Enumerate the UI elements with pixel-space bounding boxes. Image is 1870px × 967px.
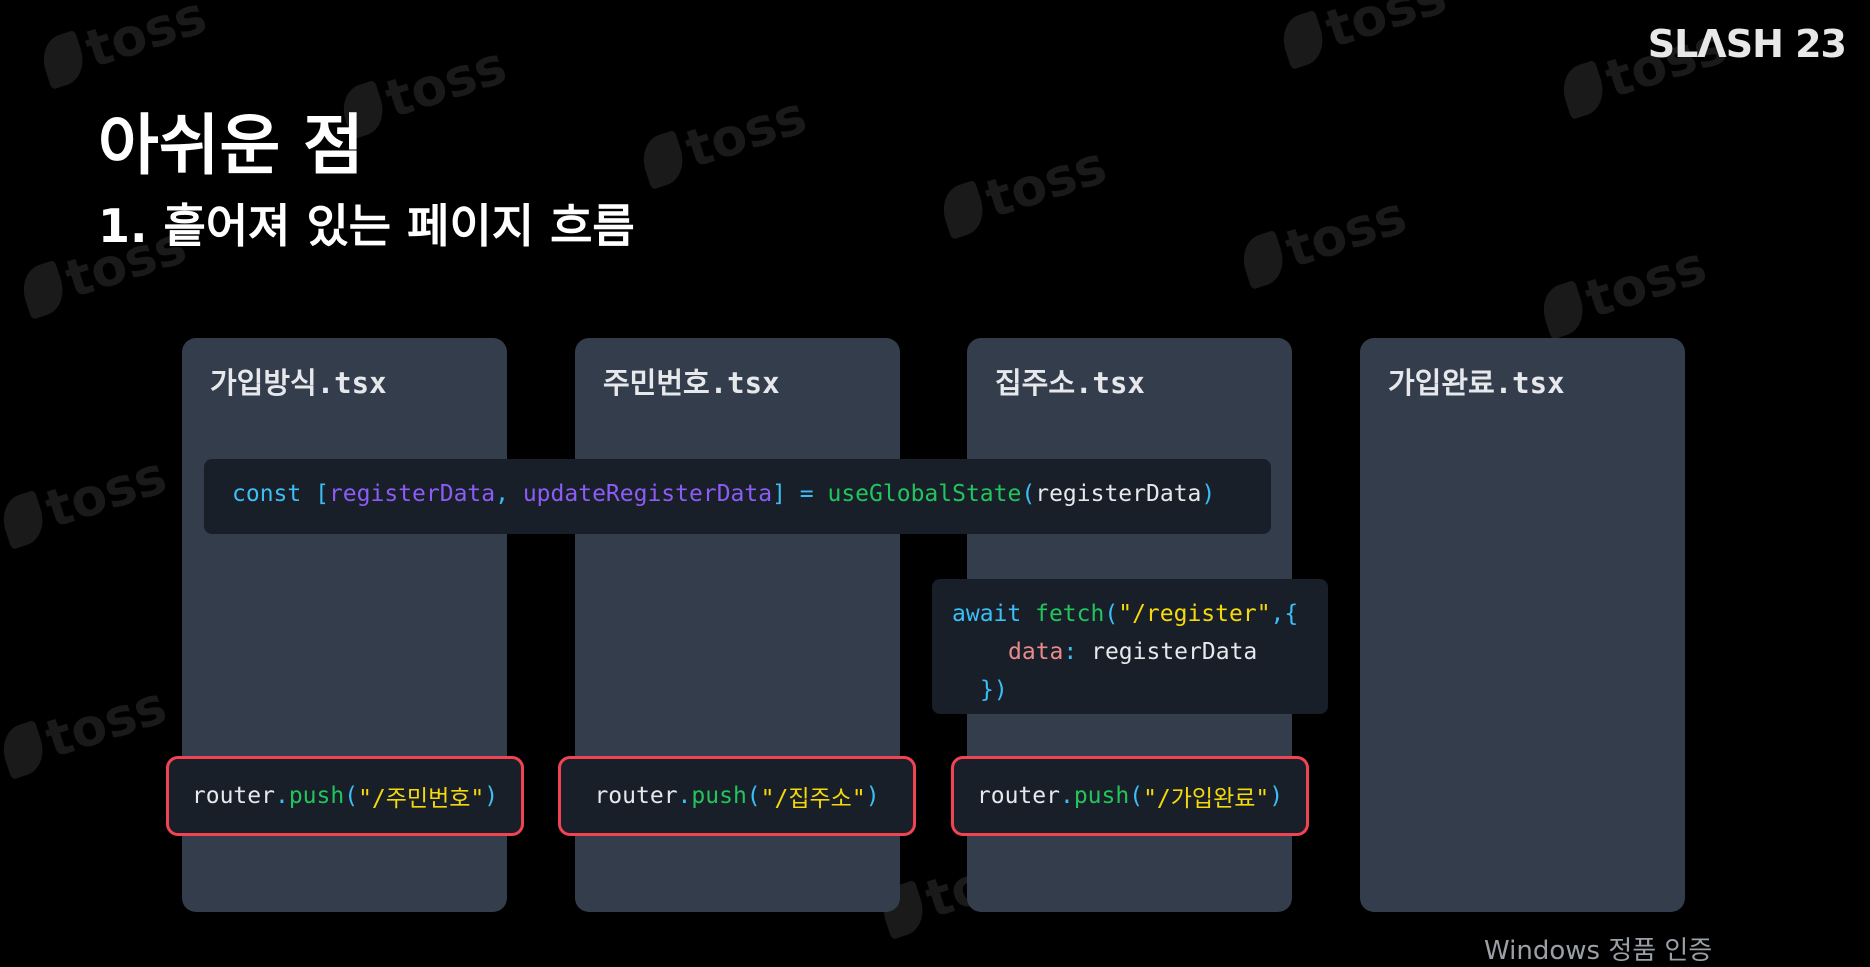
code-punct: }) xyxy=(980,677,1008,703)
code-argument: registerData xyxy=(1035,481,1202,507)
file-name: 주민번호.tsx xyxy=(603,366,780,400)
code-bracket: [ xyxy=(301,481,329,507)
code-paren: ) xyxy=(484,783,499,809)
toss-watermark: toss xyxy=(935,135,1114,244)
code-string: "/register" xyxy=(1118,601,1271,627)
toss-leaf-icon xyxy=(0,719,50,780)
toss-leaf-icon xyxy=(0,489,50,550)
code-object: router xyxy=(191,783,275,809)
code-operator: = xyxy=(785,481,828,507)
code-string: "/집주소" xyxy=(760,786,866,812)
toss-leaf-icon xyxy=(1276,9,1330,70)
code-paren: ( xyxy=(344,783,359,809)
toss-leaf-icon xyxy=(1236,229,1290,290)
toss-leaf-icon xyxy=(636,129,690,190)
slash23-logo: SLΛSH 23 xyxy=(1647,22,1847,66)
code-string: "/주민번호" xyxy=(358,786,485,812)
code-method: push xyxy=(288,783,345,809)
code-method: push xyxy=(1073,783,1130,809)
code-punct: : xyxy=(1063,639,1092,665)
code-line: data: registerData xyxy=(952,633,1308,671)
code-property: data xyxy=(1008,639,1064,665)
code-object: router xyxy=(594,783,678,809)
code-paren: ) xyxy=(1201,481,1216,507)
code-comma: , xyxy=(495,481,523,507)
toss-watermark: toss xyxy=(35,0,214,95)
code-keyword: await xyxy=(952,601,1022,627)
toss-watermark: toss xyxy=(0,675,174,784)
file-name: 가입방식.tsx xyxy=(210,366,387,400)
router-push-resident-number: router.push("/주민번호") xyxy=(166,756,524,836)
code-dot: . xyxy=(1059,783,1074,809)
windows-activation-text: Windows 정품 인증 xyxy=(1484,936,1713,966)
toss-watermark: toss xyxy=(1275,0,1454,75)
code-paren: ( xyxy=(1129,783,1144,809)
router-push-signup-complete: router.push("/가입완료") xyxy=(951,756,1309,836)
fetch-code: await fetch("/register",{data: registerD… xyxy=(932,579,1328,714)
code-string: "/가입완료" xyxy=(1143,786,1270,812)
code-bracket: ] xyxy=(772,481,786,507)
router-push-home-address: router.push("/집주소") xyxy=(558,756,916,836)
code-variable: registerData xyxy=(328,481,496,507)
code-line: }) xyxy=(952,671,1308,709)
toss-leaf-icon xyxy=(16,259,70,320)
code-dot: . xyxy=(274,783,289,809)
global-state-code: const [registerData, updateRegisterData]… xyxy=(204,459,1271,534)
code-line: await fetch("/register",{ xyxy=(952,595,1308,633)
code-keyword: const xyxy=(232,481,302,507)
code-variable: updateRegisterData xyxy=(522,481,773,507)
code-dot: . xyxy=(677,783,692,809)
code-space xyxy=(1021,601,1035,627)
page-subtitle: 1. 흩어져 있는 페이지 흐름 xyxy=(98,199,635,253)
code-function: fetch xyxy=(1035,601,1105,627)
code-object: router xyxy=(976,783,1060,809)
toss-leaf-icon xyxy=(1556,59,1610,120)
toss-watermark: toss xyxy=(1535,235,1714,344)
code-paren: ( xyxy=(1104,601,1119,627)
toss-watermark: toss xyxy=(635,85,814,194)
toss-watermark: toss xyxy=(1235,185,1414,294)
code-paren: ) xyxy=(865,783,880,809)
toss-leaf-icon xyxy=(936,179,990,240)
code-method: push xyxy=(691,783,747,809)
code-value: registerData xyxy=(1091,639,1258,665)
toss-leaf-icon xyxy=(36,29,90,90)
file-name: 가입완료.tsx xyxy=(1388,366,1565,400)
toss-watermark: toss xyxy=(0,445,174,554)
page-title: 아쉬운 점 xyxy=(98,107,364,184)
file-card-signup-complete: 가입완료.tsx xyxy=(1360,338,1685,912)
code-paren: ( xyxy=(746,783,761,809)
code-paren: ( xyxy=(1021,481,1036,507)
file-name: 집주소.tsx xyxy=(995,366,1145,400)
code-punct: ,{ xyxy=(1270,601,1299,627)
code-paren: ) xyxy=(1269,783,1284,809)
toss-leaf-icon xyxy=(1536,279,1590,340)
code-function: useGlobalState xyxy=(827,481,1022,507)
